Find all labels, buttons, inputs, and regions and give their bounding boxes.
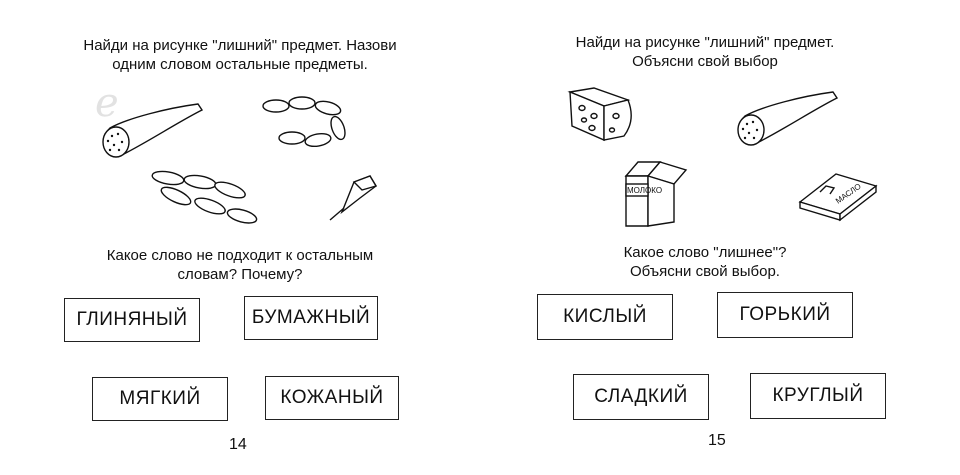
word-card-gorky[interactable]: ГОРЬКИЙ — [717, 292, 853, 338]
word-card-kisly[interactable]: КИСЛЫЙ — [537, 294, 673, 340]
word-card-glinyany[interactable]: ГЛИНЯНЫЙ — [64, 298, 200, 342]
right-instruction: Найди на рисунке "лишний" предмет. Объяс… — [520, 33, 890, 71]
right-page: Найди на рисунке "лишний" предмет. Объяс… — [480, 0, 960, 475]
word-card-krugly[interactable]: КРУГЛЫЙ — [750, 373, 886, 419]
left-instruction-line-2: одним словом остальные предметы. — [112, 56, 368, 73]
sausage-icon — [102, 103, 204, 158]
right-question: Какое слово "лишнее"? Объясни свой выбор… — [520, 243, 890, 281]
word-card-sladky[interactable]: СЛАДКИЙ — [573, 374, 709, 420]
right-question-line-2: Объясни свой выбор. — [630, 263, 780, 280]
butter-pack-icon: МАСЛО — [798, 173, 878, 222]
word-card-myagky[interactable]: МЯГКИЙ — [92, 377, 228, 421]
milk-carton-icon: МОЛОКО — [624, 161, 688, 227]
ice-cream-icon — [329, 175, 378, 221]
right-question-line-1: Какое слово "лишнее"? — [623, 244, 787, 261]
right-instruction-line-1: Найди на рисунке "лишний" предмет. — [575, 34, 835, 51]
left-instruction: Найди на рисунке "лишний" предмет. Назов… — [30, 36, 450, 74]
word-card-kozhany[interactable]: КОЖАНЫЙ — [265, 376, 399, 420]
page-number: 14 — [229, 436, 247, 453]
cheese-icon — [567, 87, 632, 142]
left-question: Какое слово не подходит к остальным слов… — [40, 246, 440, 284]
sausage-icon — [737, 91, 839, 146]
sausage-link-icon — [262, 96, 346, 148]
right-instruction-line-2: Объясни свой выбор — [632, 53, 778, 70]
left-page: ℯ Найди на рисунке "лишний" предмет. Наз… — [30, 36, 450, 453]
page-number: 15 — [708, 432, 726, 449]
word-card-bumazhny[interactable]: БУМАЖНЫЙ — [244, 296, 378, 340]
sausage-chain-icon — [151, 170, 258, 224]
left-question-line-1: Какое слово не подходит к остальным — [106, 247, 374, 264]
milk-label: МОЛОКО — [627, 186, 662, 195]
left-instruction-line-1: Найди на рисунке "лишний" предмет. Назов… — [83, 37, 397, 54]
left-question-line-2: словам? Почему? — [177, 266, 303, 283]
